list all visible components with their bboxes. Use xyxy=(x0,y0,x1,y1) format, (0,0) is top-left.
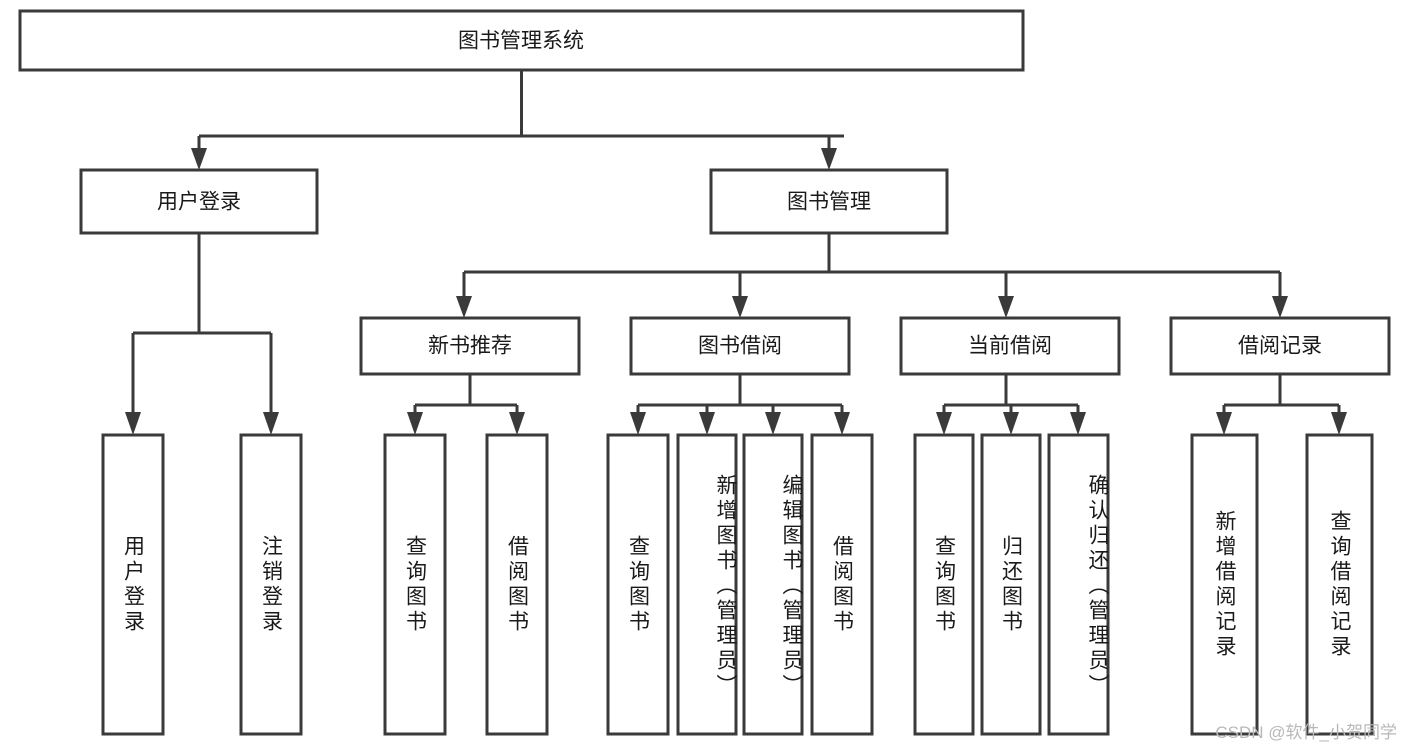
node-current-borrow-label: 当前借阅 xyxy=(968,335,1052,358)
node-user-login-label: 用户登录 xyxy=(157,191,241,214)
node-root-label: 图书管理系统 xyxy=(458,30,584,53)
node-leaf-add-book-admin-box[interactable] xyxy=(676,433,738,736)
node-book-manage-box[interactable] xyxy=(709,168,949,235)
node-borrow-record-box[interactable] xyxy=(1169,316,1391,376)
node-leaf-user-login-box[interactable] xyxy=(101,433,165,736)
node-leaf-add-borrow-record-box[interactable] xyxy=(1190,433,1259,736)
arrow-to-book-borrow xyxy=(732,296,748,318)
node-leaf-edit-book-admin-box[interactable] xyxy=(742,433,804,736)
node-current-borrow-box[interactable] xyxy=(899,316,1121,376)
leaf-box-layer xyxy=(101,433,1374,736)
arrow-to-leaf-borrow-book-2 xyxy=(834,412,850,435)
arrow-to-borrow-record xyxy=(1272,296,1288,318)
arrow-to-book-manage xyxy=(821,148,837,170)
node-user-login-box[interactable] xyxy=(79,168,319,235)
arrow-to-leaf-query-borrow-record xyxy=(1331,412,1347,435)
node-borrow-record[interactable]: 借阅记录 xyxy=(1169,316,1391,376)
node-book-borrow-box[interactable] xyxy=(629,316,851,376)
arrow-to-leaf-logout-login xyxy=(263,412,279,435)
node-root-box[interactable] xyxy=(18,9,1025,72)
node-leaf-query-borrow-record-box[interactable] xyxy=(1305,433,1374,736)
node-leaf-logout-login-box[interactable] xyxy=(239,433,303,736)
arrow-to-leaf-query-book-1 xyxy=(407,412,423,435)
arrow-to-new-book-rec xyxy=(456,296,472,318)
arrow-to-leaf-borrow-book-1 xyxy=(509,412,525,435)
arrow-to-leaf-add-borrow-record xyxy=(1216,412,1232,435)
node-new-book-rec[interactable]: 新书推荐 xyxy=(359,316,581,376)
node-leaf-query-book-3-box[interactable] xyxy=(913,433,975,736)
arrow-to-current-borrow xyxy=(998,296,1014,318)
node-book-borrow-label: 图书借阅 xyxy=(698,335,782,358)
node-leaf-borrow-book-1-box[interactable] xyxy=(485,433,549,736)
arrow-to-user-login xyxy=(191,148,207,170)
arrow-to-leaf-query-book-3 xyxy=(936,412,952,435)
node-leaf-confirm-return-box[interactable] xyxy=(1047,433,1110,736)
watermark-text: CSDN @软件_小贺同学 xyxy=(1215,723,1397,742)
node-user-login[interactable]: 用户登录 xyxy=(79,168,319,235)
arrow-to-leaf-return-book xyxy=(1003,412,1019,435)
node-book-manage-label: 图书管理 xyxy=(787,191,871,214)
arrow-to-leaf-add-book-admin xyxy=(699,412,715,435)
node-borrow-record-label: 借阅记录 xyxy=(1238,335,1322,358)
arrow-to-leaf-query-book-2 xyxy=(630,412,646,435)
arrow-to-leaf-user-login xyxy=(125,412,141,435)
node-book-borrow[interactable]: 图书借阅 xyxy=(629,316,851,376)
node-leaf-borrow-book-2-box[interactable] xyxy=(810,433,874,736)
arrow-to-leaf-confirm-return xyxy=(1070,412,1086,435)
node-new-book-rec-label: 新书推荐 xyxy=(428,335,512,358)
node-book-manage[interactable]: 图书管理 xyxy=(709,168,949,235)
node-root[interactable]: 图书管理系统 xyxy=(18,9,1025,72)
node-leaf-return-book-box[interactable] xyxy=(980,433,1042,736)
node-leaf-query-book-1-box[interactable] xyxy=(383,433,447,736)
node-new-book-rec-box[interactable] xyxy=(359,316,581,376)
arrow-to-leaf-edit-book-admin xyxy=(765,412,781,435)
node-current-borrow[interactable]: 当前借阅 xyxy=(899,316,1121,376)
node-leaf-query-book-2-box[interactable] xyxy=(606,433,670,736)
connector-layer xyxy=(125,70,1347,435)
